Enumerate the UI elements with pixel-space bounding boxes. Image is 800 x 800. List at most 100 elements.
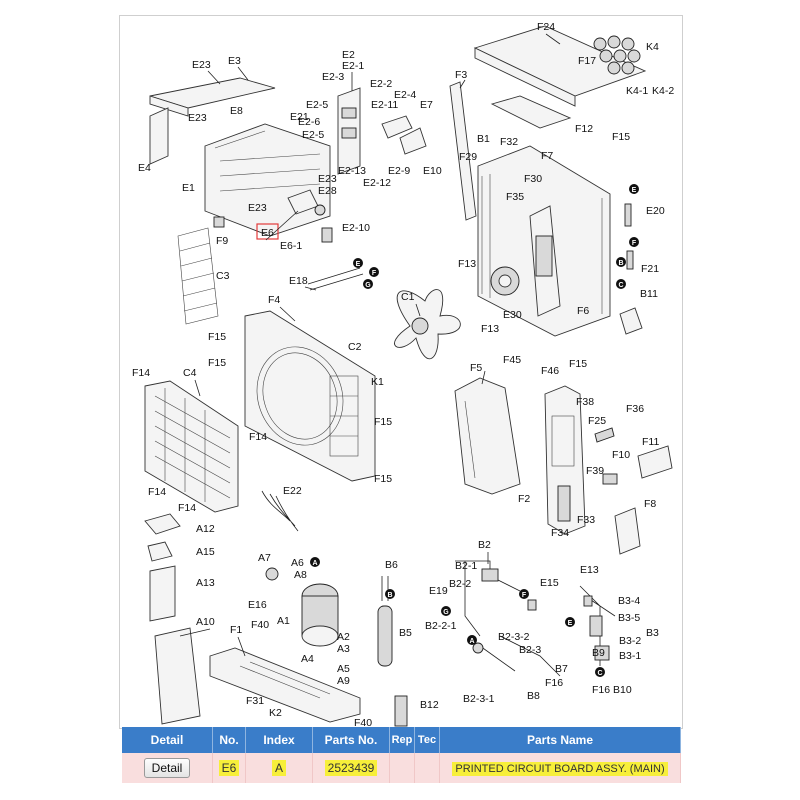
label-E18: E18 [289,275,308,287]
index-badge: A [271,760,286,776]
label-E15: E15 [540,577,559,589]
label-E2-2: E2-2 [370,78,392,90]
part-C1-propeller-fan[interactable] [394,289,461,360]
label-F17: F17 [578,55,596,67]
label-F31: F31 [246,695,264,707]
label-F16: F16 [592,684,610,696]
label-A12: A12 [196,523,215,535]
part-B12-bracket[interactable] [394,695,408,727]
part-A13-insulation[interactable] [149,565,176,622]
part-K4-rubber-cushions[interactable] [593,35,641,75]
label-E10: E10 [423,165,442,177]
label-F46: F46 [541,365,559,377]
col-no: No. [212,727,246,753]
cell-tec [414,753,440,783]
part-F5-side-panel[interactable] [454,377,521,495]
part-E22-harness[interactable] [261,490,299,532]
part-F12-plate[interactable] [490,95,572,129]
part-B2-four-way-valve[interactable] [455,560,521,637]
part-F1-base-plate[interactable] [209,647,361,723]
label-E21: E21 [290,111,309,123]
svg-text:F: F [372,270,377,277]
svg-text:B: B [387,592,392,599]
part-E13-sensor[interactable] [583,595,593,607]
label-C4: C4 [183,367,197,379]
label-E2-11: E2-11 [371,99,398,111]
part-A15-plate[interactable] [147,541,173,562]
label-F15: F15 [612,131,630,143]
col-parts-name: Parts Name [439,727,681,753]
part-F4-front-panel[interactable] [243,310,376,482]
label-B2-3-1: B2-3-1 [463,693,495,705]
label-K1: K1 [371,376,384,388]
label-F15: F15 [208,357,226,369]
part-E30-fan-motor[interactable] [490,266,520,296]
part-F21-holder[interactable] [626,250,634,270]
part-F10-bracket[interactable] [602,473,618,485]
label-B3: B3 [646,627,659,639]
col-detail: Detail [122,727,213,753]
label-E19: E19 [429,585,448,597]
label-F16: F16 [545,677,563,689]
part-A12-plate[interactable] [144,513,181,535]
detail-button[interactable]: Detail [143,758,191,778]
part-F11-cover[interactable] [637,445,673,479]
label-F12: F12 [575,123,593,135]
part-E6-pcb[interactable] [287,189,326,216]
label-B7: B7 [555,663,568,675]
part-E15-sensor[interactable] [527,599,537,611]
svg-text:F: F [522,592,527,599]
label-C2: C2 [348,341,362,353]
cell-rep [389,753,415,783]
part-E3-top-panel[interactable] [149,77,276,117]
label-F7: F7 [541,150,553,162]
label-F15: F15 [208,331,226,343]
part-F3-rod[interactable] [449,81,477,221]
label-E30: E30 [503,309,522,321]
svg-text:C: C [597,670,602,677]
part-F8-cover[interactable] [614,507,641,555]
label-F3: F3 [455,69,467,81]
parts-no-value: 2523439 [324,760,378,776]
part-C3-rear-guard[interactable] [177,227,219,325]
svg-text:C: C [618,282,623,289]
part-E2-board-bracket[interactable] [337,87,361,175]
label-K4-2: K4-2 [652,85,674,97]
svg-text:E: E [356,261,361,268]
part-F36-bracket[interactable] [594,427,615,443]
label-E23: E23 [318,173,337,185]
label-E2-6: E2-6 [298,116,320,128]
part-F2-right-panel[interactable] [544,385,586,535]
label-F24: F24 [537,21,555,33]
label-E23: E23 [188,112,207,124]
col-tec: Tec [414,727,440,753]
label-B9: B9 [592,647,605,659]
part-B3-valve-assy[interactable] [579,585,616,666]
part-B2-3-pipe[interactable] [472,635,561,677]
part-E10-terminal[interactable] [399,127,427,155]
label-E6: E6 [261,227,274,239]
label-F14: F14 [249,431,267,443]
label-F25: F25 [588,415,606,427]
part-B11-cover[interactable] [619,307,643,335]
table-row: Detail E6 A 2523439 PRINTED CIRCUIT BOAR… [122,753,681,783]
part-E20-sensor[interactable] [624,203,632,227]
part-E2-4-terminal[interactable] [381,115,413,139]
part-A10-insulation[interactable] [154,627,201,725]
label-F14: F14 [132,367,150,379]
part-F9-clip[interactable] [213,216,225,228]
part-C4-front-grille[interactable] [144,380,239,513]
part-E18-wire-harness[interactable] [307,267,364,291]
part-F24-top-plate[interactable] [473,25,647,107]
part-E2-10-sensor[interactable] [321,227,333,243]
label-B2-3-2: B2-3-2 [498,631,530,643]
label-A6: A6 [291,557,304,569]
part-E4-side-panel[interactable] [149,107,169,165]
part-B5-accumulator[interactable] [377,605,393,667]
part-F6-partition[interactable] [529,205,561,317]
part-A1-compressor[interactable] [301,583,339,647]
part-A7-terminal-cover[interactable] [265,567,279,581]
label-E2-10: E2-10 [342,222,370,234]
label-B11: B11 [640,288,658,300]
cell-index: A [245,753,313,783]
